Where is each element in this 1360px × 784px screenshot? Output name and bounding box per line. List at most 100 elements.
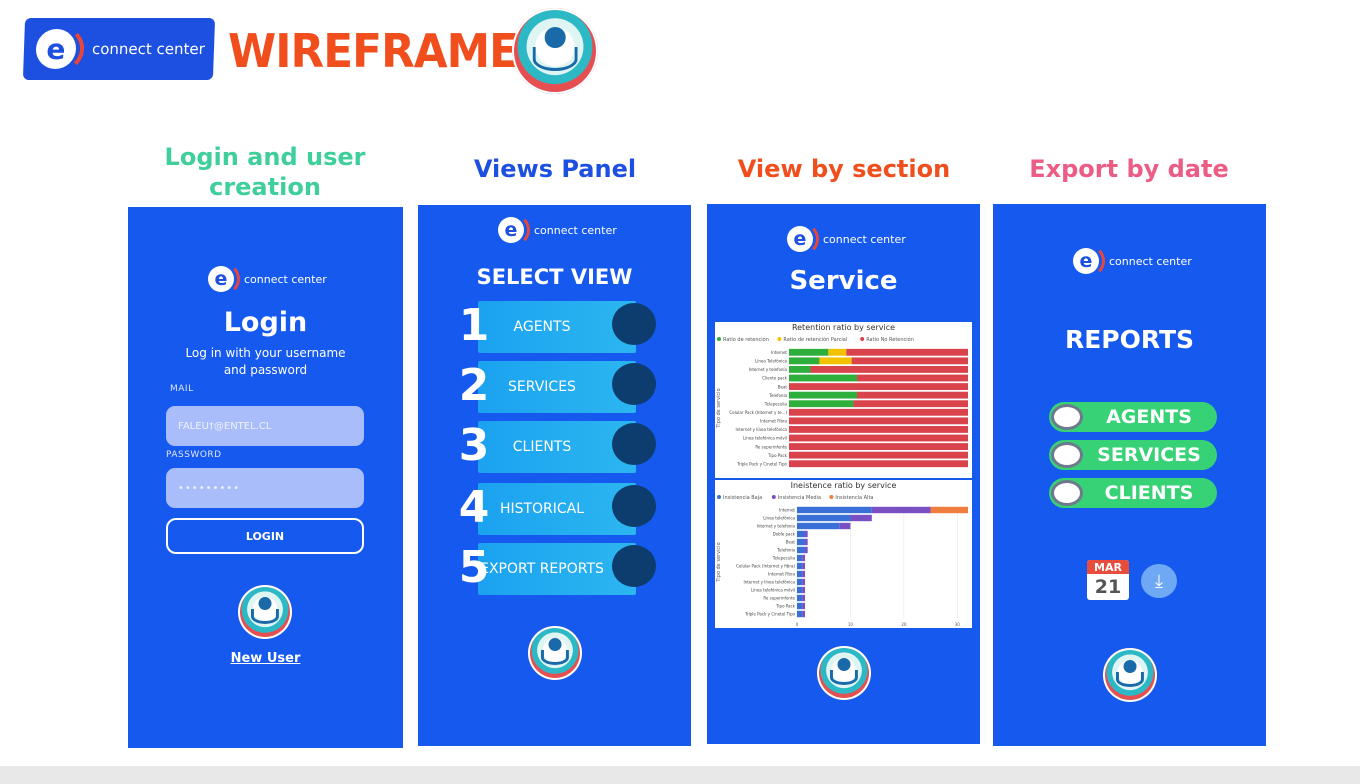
view-button[interactable]: AGENTS	[478, 301, 636, 353]
x-tick-label: 20	[901, 622, 907, 627]
mini-brand: e connect center	[787, 223, 906, 255]
toggle-label: AGENTS	[1106, 406, 1192, 428]
bar	[797, 522, 840, 530]
download-icon[interactable]: ⤓	[1141, 564, 1177, 598]
category-label: Internet y línea telefónica	[744, 580, 796, 585]
bar	[789, 400, 854, 408]
entel-logo-icon: e	[498, 214, 530, 246]
legend-marker	[771, 495, 776, 499]
view-number: 3	[458, 419, 490, 471]
care-emblem-icon	[238, 585, 292, 639]
toggle-knob	[1051, 404, 1083, 430]
care-emblem-icon	[528, 626, 582, 680]
view-number: 2	[458, 359, 490, 411]
bar	[828, 348, 847, 356]
toggle-services[interactable]: SERVICES	[1049, 440, 1217, 470]
bar	[802, 562, 806, 570]
category-label: Internet y telefonía	[757, 524, 796, 529]
brand-text: connect center	[91, 40, 206, 58]
legend-marker	[829, 495, 834, 499]
mini-brand-text: connect center	[534, 223, 617, 237]
mini-brand: e connect center	[208, 263, 327, 295]
password-input[interactable]: •••••••••	[166, 468, 364, 508]
login-subtitle: Log in with your username and password	[185, 346, 346, 377]
view-option-export-reports[interactable]: EXPORT REPORTS 5	[456, 539, 656, 595]
toggle-label: SERVICES	[1097, 444, 1201, 466]
category-label: Triple Pack y Cinetel Tipo	[736, 461, 787, 466]
bar	[797, 586, 803, 594]
category-label: Línea telefónica	[763, 516, 795, 521]
category-label: Internet	[771, 350, 787, 355]
category-label: Celular Pack (Internet y fibra)	[736, 564, 795, 569]
category-label: Re superinfente	[755, 444, 787, 449]
bar	[805, 538, 808, 546]
mail-input[interactable]: FALEU†@ENTEL.CL	[166, 406, 364, 446]
view-button[interactable]: SERVICES	[478, 361, 636, 413]
view-dot-icon	[612, 545, 656, 587]
view-button[interactable]: HISTORICAL	[478, 483, 636, 535]
bar	[802, 578, 806, 586]
care-emblem-icon	[512, 8, 598, 94]
bar	[789, 366, 811, 373]
view-option-historical[interactable]: HISTORICAL 4	[456, 479, 656, 535]
bar	[797, 530, 806, 538]
legend-label: Ratio No Retención	[866, 336, 914, 343]
view-dot-icon	[612, 423, 656, 465]
category-label: Línea telefónica móvil	[743, 436, 787, 441]
bar	[846, 348, 968, 356]
entel-logo-icon: e	[1073, 245, 1105, 277]
bar	[797, 602, 803, 610]
toggle-agents[interactable]: AGENTS	[1049, 402, 1217, 432]
view-button[interactable]: EXPORT REPORTS	[478, 543, 636, 595]
login-button[interactable]: LOGIN	[166, 518, 364, 554]
bar	[871, 506, 931, 514]
category-label: Telepeculia	[764, 401, 788, 406]
bar	[805, 546, 808, 554]
mini-brand-text: connect center	[244, 272, 327, 286]
care-emblem-icon	[1103, 648, 1157, 702]
category-label: Tipo Pack	[767, 453, 788, 458]
category-label: Re superinfente	[763, 596, 795, 601]
bar	[851, 357, 968, 365]
toggle-clients[interactable]: CLIENTS	[1049, 478, 1217, 508]
y-axis-label: Tipo de servicio	[716, 542, 722, 582]
entel-logo-icon: e	[35, 26, 85, 72]
chart-title: Retention ratio by service	[792, 323, 895, 332]
entel-logo-icon: e	[208, 263, 240, 295]
login-screen: e connect center Login Log in with your …	[128, 207, 403, 748]
new-user-link[interactable]: New User	[230, 651, 301, 666]
views-screen: e connect center SELECT VIEW AGENTS 1 SE…	[418, 205, 691, 746]
bar	[797, 506, 872, 514]
bar	[857, 374, 968, 382]
view-number: 4	[458, 481, 490, 533]
column-title-login: Login and user creation	[164, 143, 366, 201]
reports-heading: REPORTS	[1064, 325, 1195, 354]
bar	[797, 538, 806, 546]
page-title: WIREFRAME	[228, 24, 519, 78]
legend-label: Insistencia Alta	[835, 495, 873, 501]
bar	[802, 570, 806, 578]
bar	[797, 554, 803, 562]
toggle-knob	[1051, 442, 1083, 468]
bar	[853, 400, 968, 408]
category-label: Tipo Pack	[775, 604, 796, 609]
column-title-export: Export by date	[1029, 155, 1229, 183]
view-button[interactable]: CLIENTS	[478, 421, 636, 473]
calendar-day: 21	[1094, 576, 1122, 598]
view-option-agents[interactable]: AGENTS 1	[456, 297, 656, 353]
bar	[797, 546, 806, 554]
view-option-services[interactable]: SERVICES 2	[456, 357, 656, 413]
bar	[797, 514, 851, 522]
login-heading: Login	[223, 307, 308, 338]
bar	[930, 506, 968, 514]
legend-label: Insistencia Media	[778, 495, 821, 501]
category-label: Telefonía	[776, 548, 795, 553]
calendar-icon[interactable]: MAR 21	[1087, 560, 1129, 600]
bar	[802, 554, 806, 562]
category-label: Beat	[786, 540, 796, 545]
bar	[789, 417, 968, 425]
view-option-clients[interactable]: CLIENTS 3	[456, 417, 656, 473]
bar	[797, 594, 803, 602]
